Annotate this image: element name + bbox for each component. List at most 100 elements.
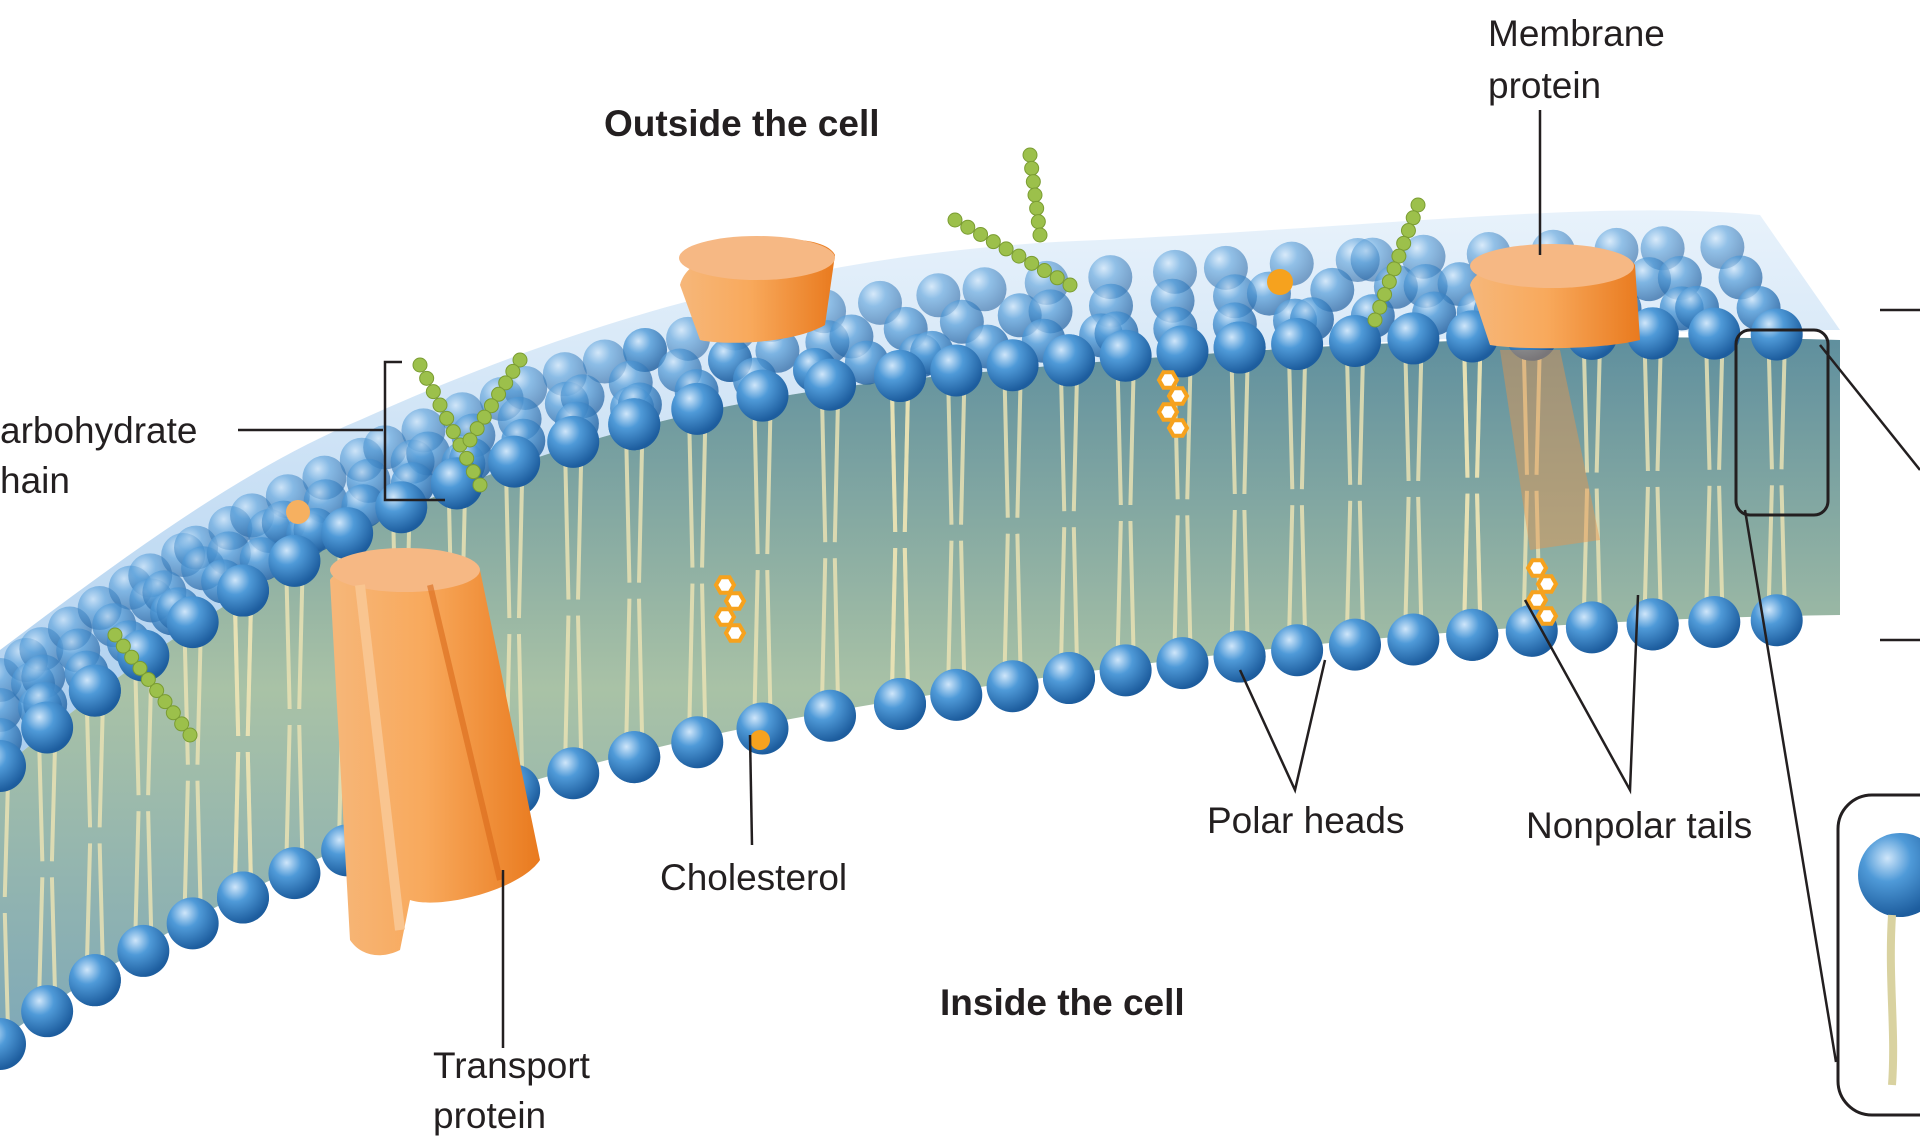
cholesterol-ring-icon — [1159, 372, 1177, 388]
carbohydrate-chain-icon — [1030, 201, 1044, 215]
polar-head-icon — [608, 398, 660, 450]
polar-head-icon — [1688, 308, 1740, 360]
cholesterol-ring-icon — [1159, 404, 1177, 420]
polar-head-icon — [0, 1018, 26, 1070]
cholesterol-ring-icon — [1169, 420, 1187, 436]
carbohydrate-chain-icon — [948, 213, 962, 227]
polar-head-icon — [1100, 644, 1152, 696]
carbohydrate-chain-icon — [1025, 256, 1039, 270]
polar-head-icon — [671, 716, 723, 768]
polar-head-icon — [1271, 624, 1323, 676]
carbohydrate-chain-icon — [1411, 198, 1425, 212]
polar-head-icon — [804, 359, 856, 411]
transport-protein-label-line2: protein — [433, 1090, 546, 1141]
cholesterol-ring-icon — [716, 609, 734, 625]
carbohydrate-chain-icon — [1025, 161, 1039, 175]
polar-head-icon — [117, 925, 169, 977]
polar-head-icon — [1387, 613, 1439, 665]
polar-head-icon — [375, 481, 427, 533]
polar-head-icon — [1214, 322, 1266, 374]
cholesterol-ring-icon — [726, 593, 744, 609]
cholesterol-ring-icon — [1528, 560, 1546, 576]
carbohydrate-chain-icon — [446, 425, 460, 439]
membrane-protein-label-line2: protein — [1488, 60, 1601, 111]
polar-head-icon — [1156, 325, 1208, 377]
carbohydrate-chain-icon — [183, 728, 197, 742]
inside-cell-label: Inside the cell — [940, 977, 1185, 1028]
carbohydrate-chain-icon — [1392, 249, 1406, 263]
polar-head-icon — [987, 339, 1039, 391]
carbohydrate-chain-icon — [460, 451, 474, 465]
polar-head-icon — [1100, 330, 1152, 382]
carbohydrate-chain-icon — [413, 358, 427, 372]
polar-head-icon — [608, 731, 660, 783]
polar-head-icon — [1627, 598, 1679, 650]
cholesterol-label: Cholesterol — [660, 852, 847, 903]
carbohydrate-chain-icon — [986, 235, 1000, 249]
carbohydrate-chain-icon — [1031, 215, 1045, 229]
carbohydrate-chain-icon — [433, 398, 447, 412]
polar-head-icon — [1387, 312, 1439, 364]
polar-head-icon — [21, 985, 73, 1037]
polar-head-icon — [69, 954, 121, 1006]
carbohydrate-chain-icon — [1012, 249, 1026, 263]
polar-head-icon — [1156, 637, 1208, 689]
carbohydrate-chain-label-line2: hain — [0, 455, 70, 506]
cholesterol-ring-icon — [1528, 592, 1546, 608]
carbohydrate-chain-icon — [426, 385, 440, 399]
polar-heads-label: Polar heads — [1207, 795, 1404, 846]
carbohydrate-chain-icon — [1028, 188, 1042, 202]
carbohydrate-chain-icon — [1037, 264, 1051, 278]
peripheral-protein-icon — [679, 236, 835, 343]
polar-head-icon — [874, 350, 926, 402]
carbohydrate-chain-icon — [1050, 271, 1064, 285]
outside-cell-label: Outside the cell — [604, 98, 880, 149]
cholesterol-ring-icon — [1538, 608, 1556, 624]
carbohydrate-chain-icon — [1406, 211, 1420, 225]
carbohydrate-chain-label-line1: arbohydrate — [0, 405, 197, 456]
phospholipid-tail-icon — [1891, 915, 1893, 1085]
polar-head-icon — [930, 669, 982, 721]
carbohydrate-chain-icon — [1401, 224, 1415, 238]
polar-head-icon — [321, 507, 373, 559]
carbohydrate-chain-icon — [1033, 228, 1047, 242]
polar-heads-leader — [1240, 660, 1325, 790]
carbohydrate-chain-icon — [999, 242, 1013, 256]
carbohydrate-chain-icon — [1063, 278, 1077, 292]
polar-head-icon — [547, 747, 599, 799]
cholesterol-ring-icon — [726, 625, 744, 641]
cholesterol-ring-icon — [1538, 576, 1556, 592]
polar-head-icon — [1214, 630, 1266, 682]
carbohydrate-chain-icon — [440, 411, 454, 425]
carbohydrate-chain-icon — [420, 371, 434, 385]
polar-head-icon — [804, 690, 856, 742]
small-molecule-icon — [1267, 269, 1293, 295]
carbohydrate-chain-icon — [1382, 275, 1396, 289]
polar-head-icon — [874, 678, 926, 730]
polar-head-icon — [488, 436, 540, 488]
polar-head-icon — [268, 847, 320, 899]
carbohydrate-chain-icon — [1023, 148, 1037, 162]
polar-head-icon — [69, 665, 121, 717]
carbohydrate-chain-icon — [1373, 300, 1387, 314]
polar-head-icon — [1043, 652, 1095, 704]
nonpolar-tails-label: Nonpolar tails — [1526, 800, 1752, 851]
small-molecule-icon — [286, 500, 310, 524]
carbohydrate-chain-icon — [1397, 236, 1411, 250]
polar-head-icon — [671, 383, 723, 435]
small-molecule-icon — [750, 730, 770, 750]
polar-head-icon — [736, 370, 788, 422]
polar-head-icon — [547, 416, 599, 468]
polar-head-icon — [1751, 594, 1803, 646]
polar-head-icon — [217, 871, 269, 923]
cholesterol-ring-icon — [1169, 388, 1187, 404]
polar-head-icon — [1566, 601, 1618, 653]
polar-head-icon — [167, 596, 219, 648]
polar-head-icon — [268, 535, 320, 587]
carbohydrate-chain-icon — [1368, 313, 1382, 327]
polar-head-icon — [1043, 334, 1095, 386]
polar-head-icon — [1446, 609, 1498, 661]
polar-head-icon — [21, 701, 73, 753]
